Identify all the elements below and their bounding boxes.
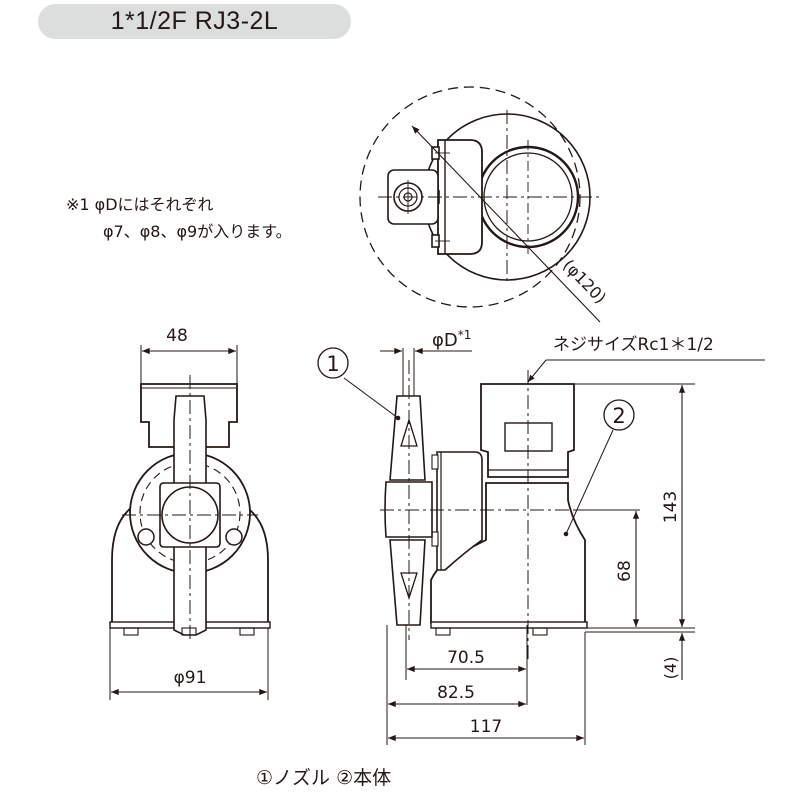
- dim-48: 48: [166, 326, 188, 346]
- dim-phiD-note: *1: [458, 328, 472, 342]
- front-view: [109, 345, 271, 700]
- footnote-line-2: φ7、φ8、φ9が入ります。: [103, 222, 292, 241]
- dim-82-5: 82.5: [437, 683, 475, 703]
- dim-phiD: φD*1: [432, 328, 471, 351]
- side-view: [343, 347, 765, 745]
- dim-70-5: 70.5: [447, 648, 485, 668]
- parts-legend: ①ノズル ②本体: [256, 767, 392, 789]
- callout-2: 2: [612, 404, 625, 428]
- thread-size-label: ネジサイズRc1＊1/2: [553, 335, 714, 355]
- dim-4: (4): [661, 657, 680, 680]
- dim-phiD-label: φD: [432, 330, 458, 351]
- top-view: [359, 86, 601, 323]
- dim-117: 117: [470, 717, 502, 737]
- footnote: ※1 φDにはそれぞれ φ7、φ8、φ9が入ります。: [66, 191, 292, 245]
- footnote-line-1: ※1 φDにはそれぞれ: [66, 195, 214, 214]
- callout-2-circle: [603, 399, 635, 431]
- product-title: 1*1/2F RJ3-2L: [38, 4, 351, 39]
- callout-1-circle: [317, 347, 349, 379]
- callout-1: 1: [326, 352, 339, 376]
- dim-phi120: (φ120): [559, 256, 610, 308]
- dim-68: 68: [615, 560, 635, 582]
- dim-143: 143: [661, 491, 681, 523]
- dim-phi91: φ91: [174, 668, 207, 688]
